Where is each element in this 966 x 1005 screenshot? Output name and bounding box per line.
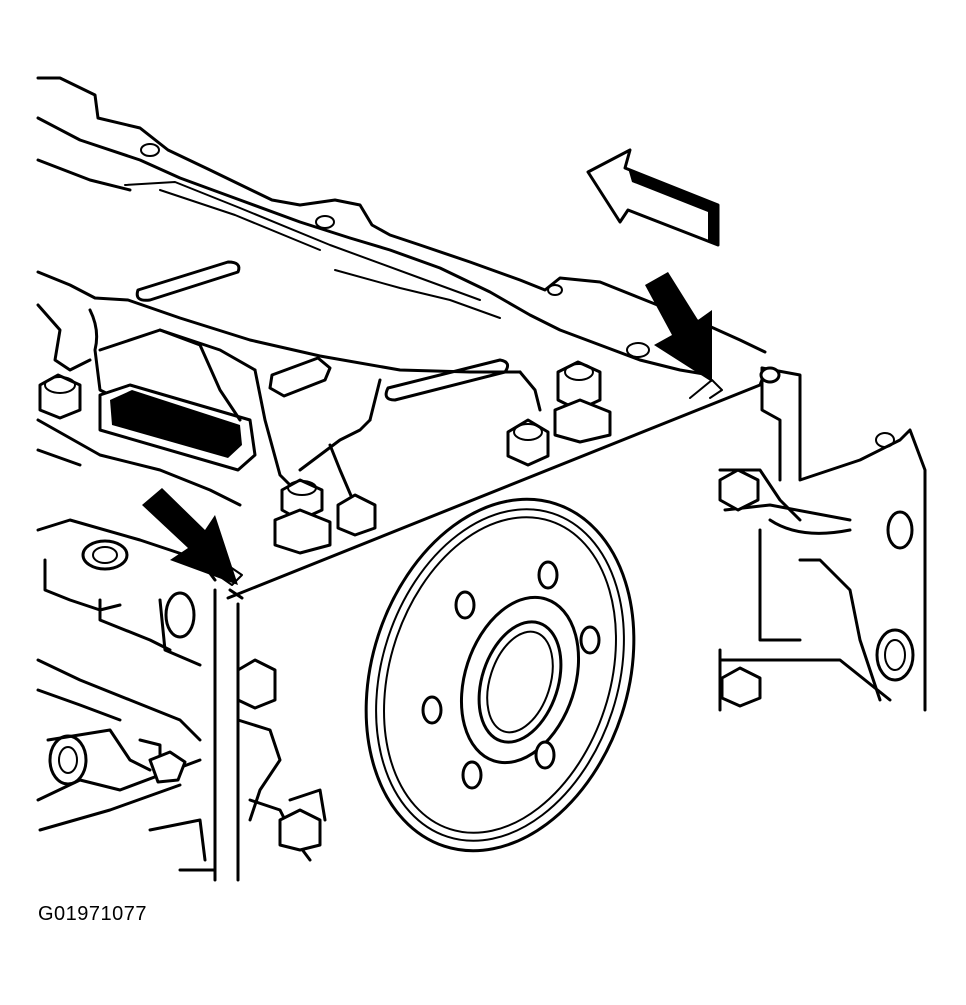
callout-arrow-right	[645, 272, 712, 382]
upper-rail	[36, 76, 767, 377]
bolt	[506, 418, 550, 467]
direction-arrow-icon	[586, 148, 720, 247]
bolt	[553, 360, 612, 444]
bolt	[38, 373, 82, 420]
bolt	[236, 658, 277, 710]
flywheel-plate	[364, 497, 636, 853]
bolt	[273, 478, 332, 555]
bell-housing	[718, 366, 927, 712]
callout-arrow-left	[142, 488, 238, 585]
bolt	[718, 468, 760, 512]
figure-id-label: G01971077	[38, 903, 148, 925]
deck-slots	[135, 260, 510, 402]
flange-bolts	[38, 360, 612, 555]
bolt	[336, 493, 377, 537]
engine-block	[36, 270, 542, 507]
bolt	[720, 666, 762, 708]
lower-block	[36, 518, 327, 872]
